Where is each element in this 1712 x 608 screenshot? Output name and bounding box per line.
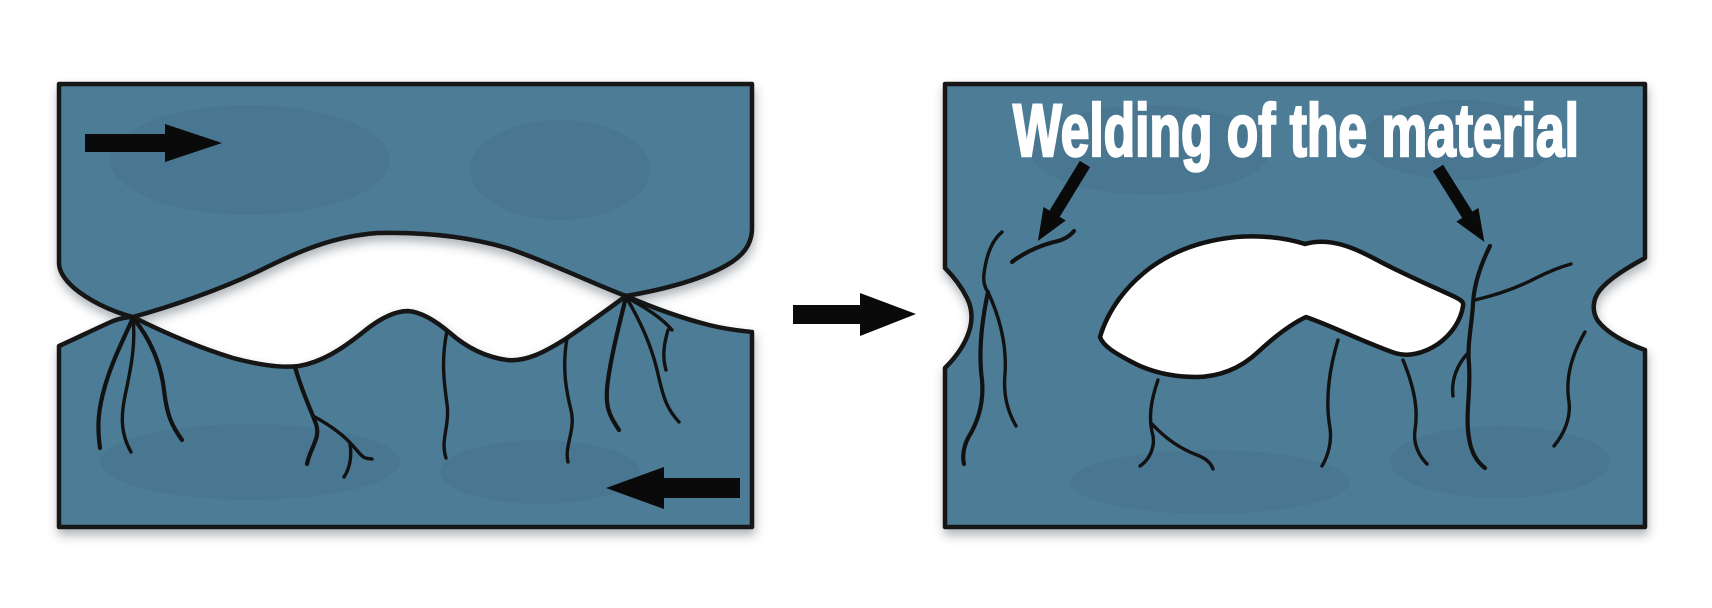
- crack: [292, 364, 320, 467]
- crack: [662, 328, 670, 372]
- crack: [130, 315, 185, 443]
- crack: [961, 289, 991, 467]
- crack: [1473, 262, 1573, 302]
- crack: [1401, 358, 1429, 466]
- crack: [982, 230, 1004, 294]
- crack: [563, 336, 574, 464]
- crack: [120, 316, 136, 454]
- arrow-down-right-icon: [1432, 164, 1485, 242]
- void-shape: [1097, 234, 1466, 380]
- crack: [1450, 350, 1471, 398]
- arrow-left-icon: [606, 467, 740, 509]
- crack: [1320, 338, 1340, 468]
- crack: [311, 414, 374, 461]
- transition-arrow-right-icon: [793, 293, 916, 336]
- crack: [1138, 378, 1160, 468]
- crack: [441, 329, 450, 460]
- crack: [1465, 243, 1493, 471]
- crack: [1150, 422, 1215, 471]
- crack: [1552, 330, 1587, 448]
- crack: [986, 290, 1018, 428]
- crack: [624, 295, 674, 332]
- arrow-down-left-icon: [1037, 160, 1091, 242]
- crack-lines: [96, 294, 681, 479]
- before-panel: [56, 81, 755, 530]
- after-panel: Welding of the material: [942, 81, 1648, 530]
- crack: [1009, 228, 1077, 265]
- crack: [624, 295, 681, 424]
- welding-label: Welding of the material: [1013, 89, 1579, 172]
- crack-lines: [961, 228, 1587, 471]
- crack: [96, 315, 136, 451]
- arrow-right-icon: [85, 124, 222, 162]
- crack: [342, 442, 353, 479]
- upper-block: [56, 81, 755, 320]
- crack: [604, 294, 629, 433]
